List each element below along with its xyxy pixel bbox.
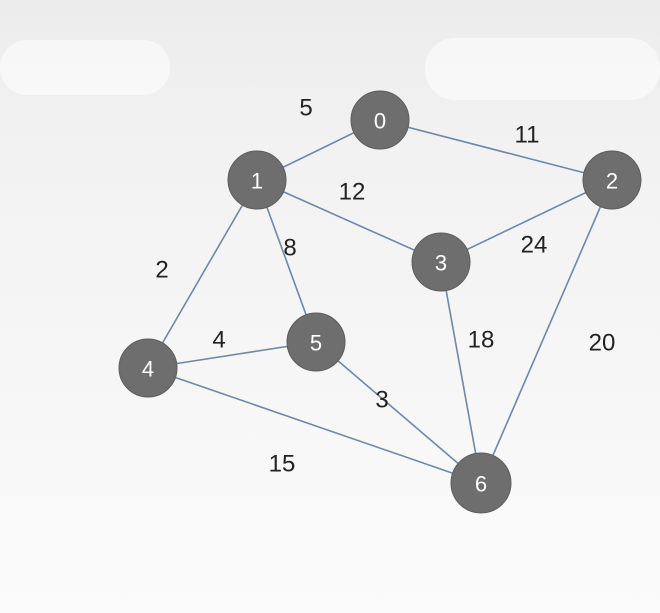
- edge-1-4: [147, 179, 258, 369]
- edge-weight-label-1-4: 2: [155, 257, 168, 284]
- node-1: 1: [227, 150, 287, 210]
- node-label-0: 0: [374, 109, 386, 134]
- node-label-6: 6: [475, 472, 487, 497]
- node-circle-6: [450, 452, 512, 514]
- edge-weight-label-0-2: 11: [515, 122, 540, 149]
- node-3: 3: [411, 232, 471, 292]
- edge-weight-label-2-6: 20: [589, 330, 616, 357]
- edge-weight-label-3-6: 18: [468, 327, 495, 354]
- node-circle-5: [286, 312, 346, 372]
- node-label-2: 2: [606, 169, 618, 194]
- node-6: 6: [450, 452, 512, 514]
- node-label-4: 4: [142, 357, 154, 382]
- edge-1-3: [256, 179, 442, 263]
- edge-2-3: [440, 179, 613, 263]
- edge-3-6: [440, 261, 482, 484]
- edges-layer: [147, 119, 613, 484]
- node-circle-2: [582, 150, 642, 210]
- node-5: 5: [286, 312, 346, 372]
- edge-weight-label-1-5: 8: [283, 235, 296, 262]
- node-label-5: 5: [310, 331, 322, 356]
- edge-weight-label-4-5: 4: [212, 327, 225, 354]
- node-circle-0: [350, 90, 410, 150]
- edge-4-6: [147, 367, 482, 484]
- node-label-1: 1: [251, 169, 263, 194]
- edge-weight-label-4-6: 15: [269, 451, 296, 478]
- edge-0-2: [379, 119, 613, 181]
- node-0: 0: [350, 90, 410, 150]
- edge-weight-label-5-6: 3: [375, 387, 388, 414]
- edge-weight-label-0-1: 5: [299, 95, 312, 122]
- node-label-3: 3: [435, 251, 447, 276]
- edge-5-6: [315, 341, 482, 484]
- blurred-region-left: [0, 40, 170, 95]
- edge-2-6: [480, 179, 613, 484]
- edge-weight-label-2-3: 24: [521, 232, 548, 259]
- node-circle-1: [227, 150, 287, 210]
- edge-weight-label-1-3: 12: [339, 179, 366, 206]
- blurred-region-right: [425, 38, 660, 100]
- node-4: 4: [118, 338, 178, 398]
- node-2: 2: [582, 150, 642, 210]
- node-circle-4: [118, 338, 178, 398]
- node-circle-3: [411, 232, 471, 292]
